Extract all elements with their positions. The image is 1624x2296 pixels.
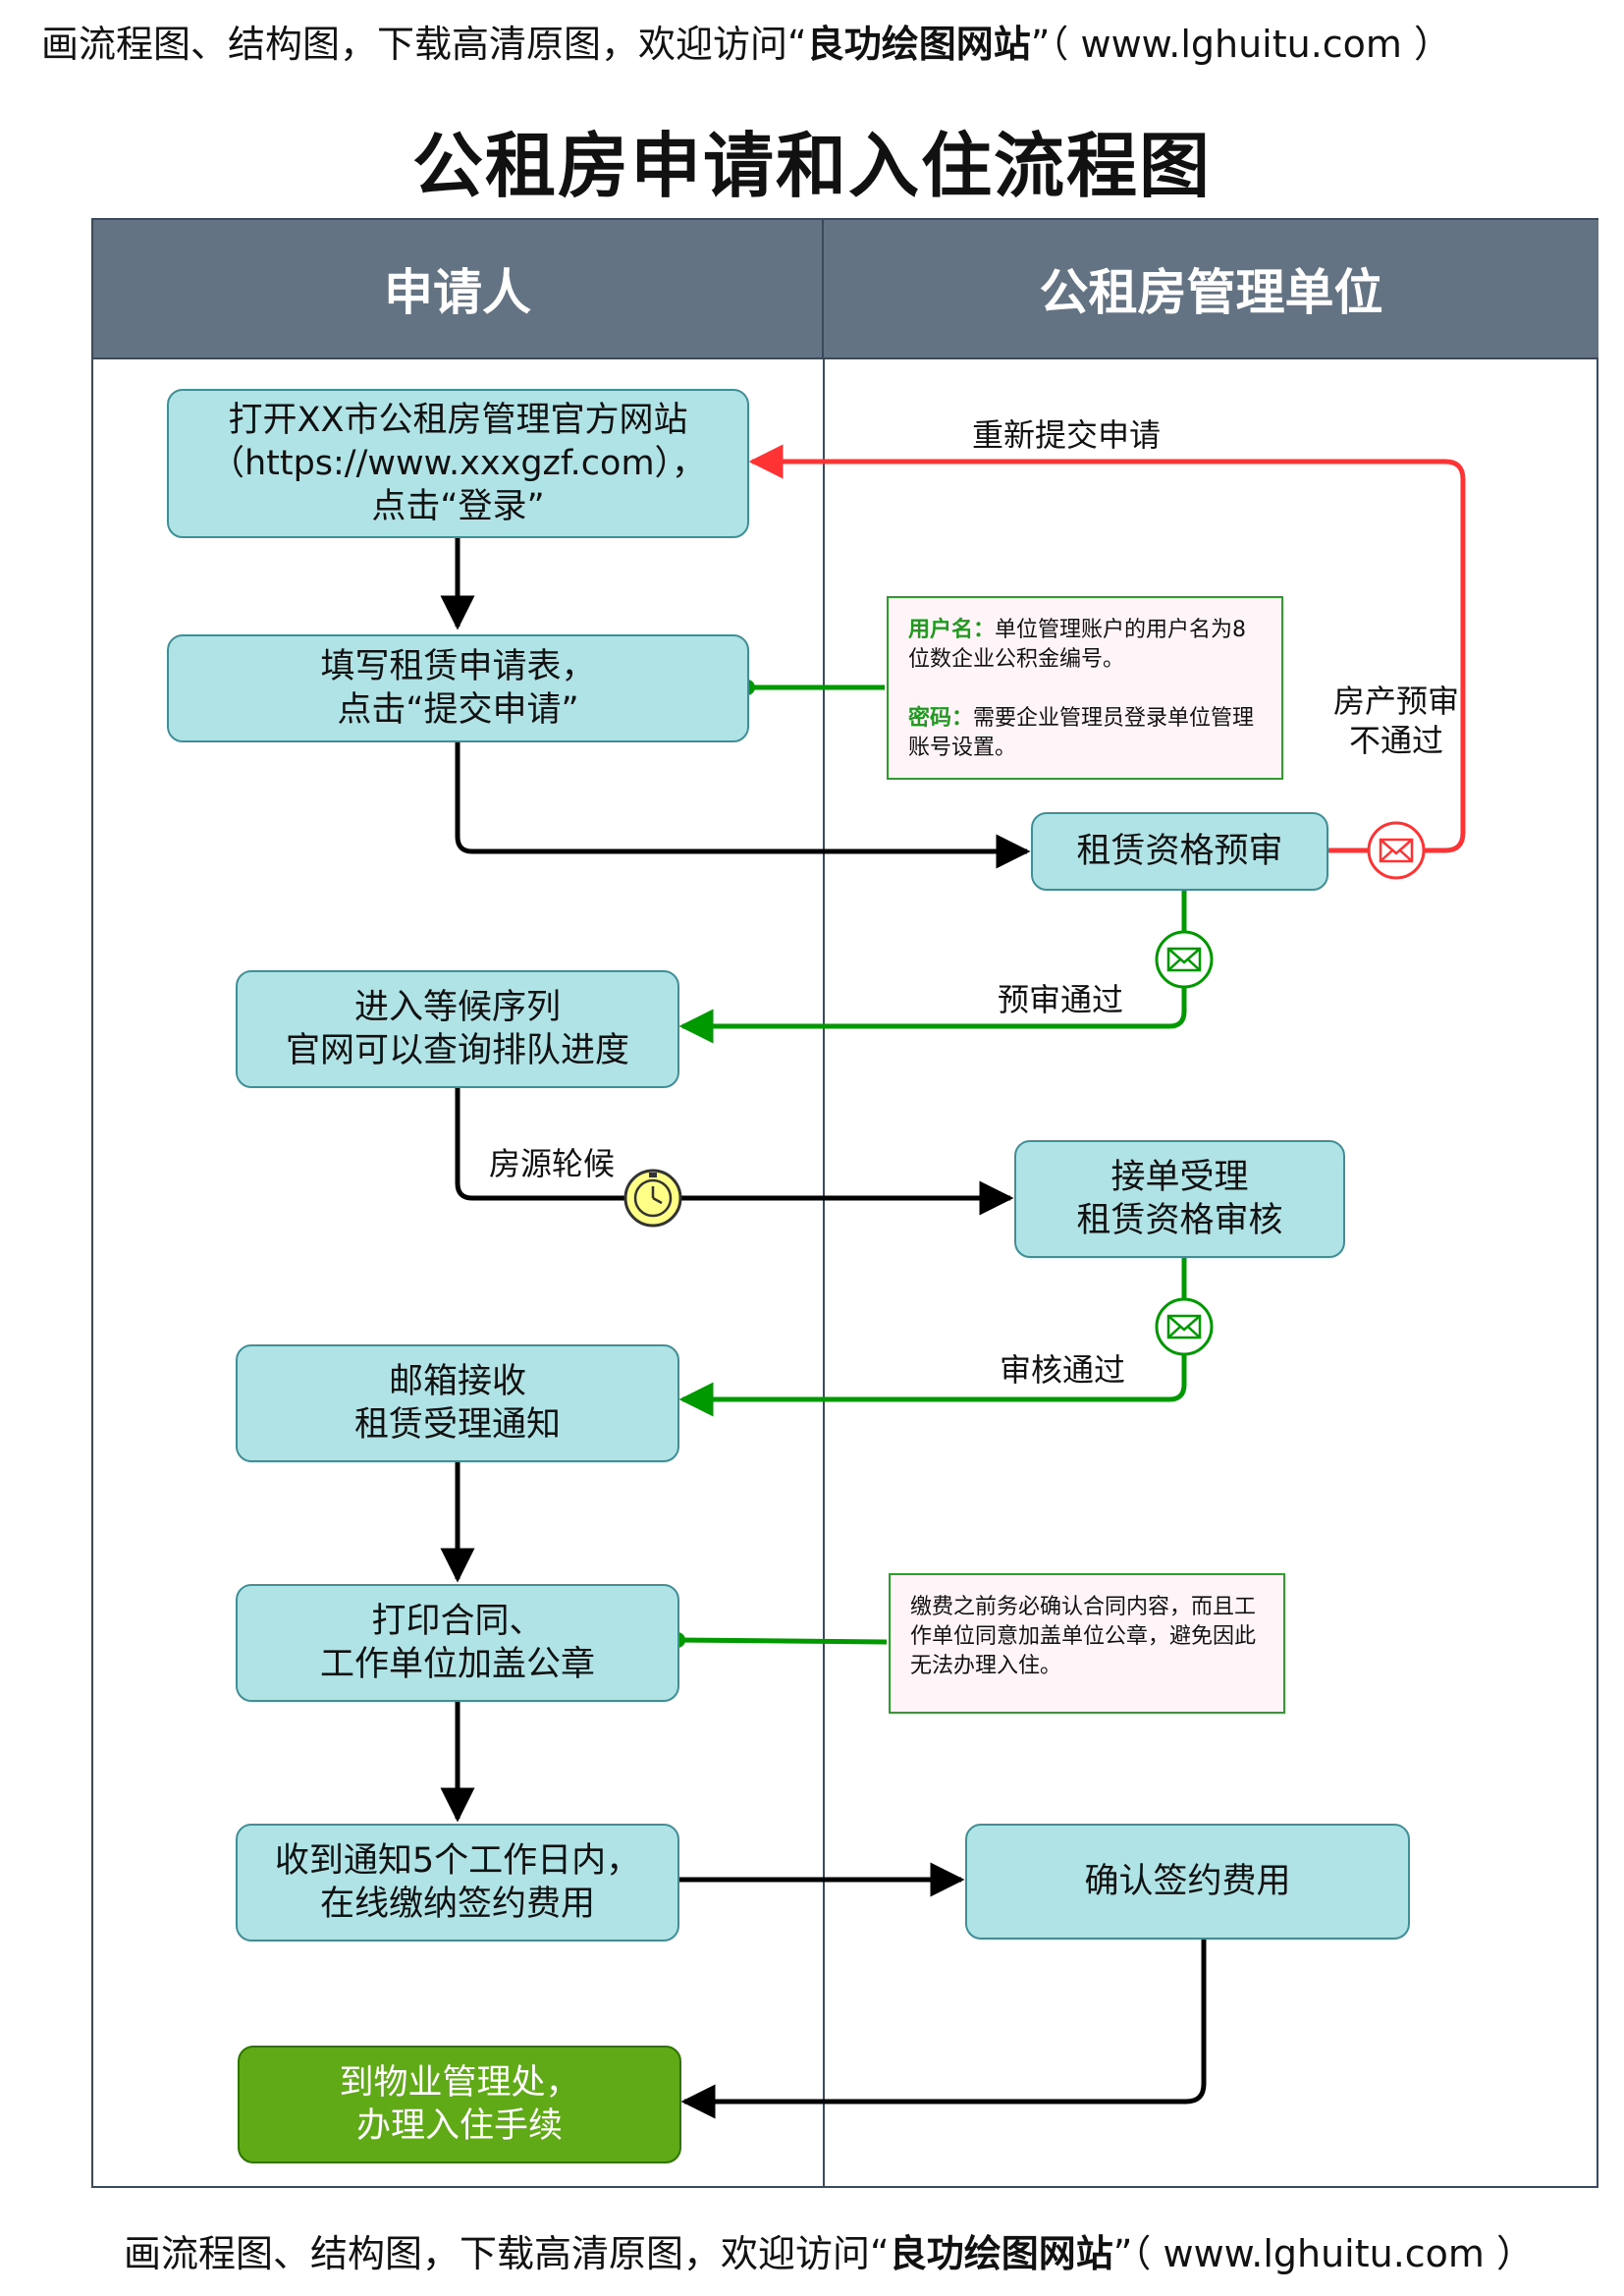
node-mail-notice: 邮箱接收 租赁受理通知 bbox=[236, 1344, 679, 1462]
note-password-text: 需要企业管理员登录单位管理账号设置。 bbox=[908, 706, 1255, 760]
node-fill-application: 填写租赁申请表， 点击“提交申请” bbox=[167, 634, 749, 742]
edge-confirm-to-checkin bbox=[680, 1937, 1207, 2119]
envelope-reject-icon bbox=[1367, 821, 1426, 880]
banner-text: 画流程图、结构图，下载高清原图，欢迎访问“ bbox=[41, 23, 807, 66]
note-contract-text: 缴费之前务必确认合同内容，而且工作单位同意加盖单位公章，避免因此无法办理入住。 bbox=[910, 1595, 1257, 1678]
node-print-contract: 打印合同、 工作单位加盖公章 bbox=[236, 1584, 679, 1702]
top-banner: 画流程图、结构图，下载高清原图，欢迎访问“良功绘图网站”（ www.lghuit… bbox=[41, 22, 1624, 67]
page-title: 公租房申请和入住流程图 bbox=[411, 125, 1212, 207]
banner-text: 画流程图、结构图，下载高清原图，欢迎访问“ bbox=[124, 2232, 890, 2275]
node-open-website: 打开XX市公租房管理官方网站 （https://www.xxxgzf.com），… bbox=[167, 389, 749, 538]
swimlane-pool: 申请人 公租房管理单位 bbox=[91, 218, 1598, 2188]
note-contract-warning: 缴费之前务必确认合同内容，而且工作单位同意加盖单位公章，避免因此无法办理入住。 bbox=[889, 1573, 1285, 1714]
banner-site-name[interactable]: 良功绘图网站 bbox=[889, 2232, 1113, 2275]
note-password-key: 密码： bbox=[908, 706, 974, 731]
timer-icon bbox=[623, 1169, 682, 1228]
envelope-prereview-pass-icon bbox=[1155, 930, 1214, 989]
node-confirm-fee: 确认签约费用 bbox=[965, 1824, 1410, 1940]
note-account-info: 用户名：单位管理账户的用户名为8位数企业公积金编号。 密码：需要企业管理员登录单… bbox=[887, 596, 1283, 780]
banner-site-name[interactable]: 良功绘图网站 bbox=[806, 23, 1031, 66]
edge-queue-to-accept bbox=[455, 1087, 1014, 1216]
banner-url[interactable]: ”（ www.lghuitu.com ） bbox=[1112, 2232, 1535, 2275]
label-resubmit: 重新提交申请 bbox=[972, 416, 1162, 454]
note-connector-contract bbox=[670, 1632, 888, 1648]
label-review-pass: 审核通过 bbox=[1000, 1351, 1126, 1389]
edge-accept-pass bbox=[678, 1257, 1187, 1417]
edge-reject-resubmit bbox=[748, 444, 1466, 853]
note-connector-account bbox=[739, 680, 885, 695]
label-prereview-pass: 预审通过 bbox=[998, 981, 1124, 1018]
lane-divider bbox=[823, 357, 825, 2186]
label-waiting: 房源轮候 bbox=[489, 1145, 616, 1182]
lane-header-management: 公租房管理单位 bbox=[824, 220, 1598, 357]
node-prereview: 租赁资格预审 bbox=[1031, 812, 1328, 891]
edge-fill-to-prereview bbox=[455, 742, 1031, 869]
node-accept-review: 接单受理 租赁资格审核 bbox=[1014, 1140, 1345, 1258]
node-checkin: 到物业管理处， 办理入住手续 bbox=[238, 2046, 681, 2163]
label-reject: 房产预审 不通过 bbox=[1332, 683, 1459, 759]
envelope-review-pass-icon bbox=[1155, 1297, 1214, 1356]
node-waiting-queue: 进入等候序列 官网可以查询排队进度 bbox=[236, 970, 679, 1088]
bottom-banner: 画流程图、结构图，下载高清原图，欢迎访问“良功绘图网站”（ www.lghuit… bbox=[124, 2231, 1624, 2276]
lane-header-separator bbox=[93, 357, 1597, 359]
note-username-key: 用户名： bbox=[908, 618, 996, 642]
lane-header-applicant: 申请人 bbox=[93, 220, 824, 357]
banner-url[interactable]: ”（ www.lghuitu.com ） bbox=[1030, 23, 1452, 66]
edge-prereview-pass bbox=[678, 890, 1187, 1044]
node-pay-fee: 收到通知5个工作日内， 在线缴纳签约费用 bbox=[236, 1824, 679, 1941]
note-username-text: 单位管理账户的用户名为8位数企业公积金编号。 bbox=[908, 618, 1247, 672]
